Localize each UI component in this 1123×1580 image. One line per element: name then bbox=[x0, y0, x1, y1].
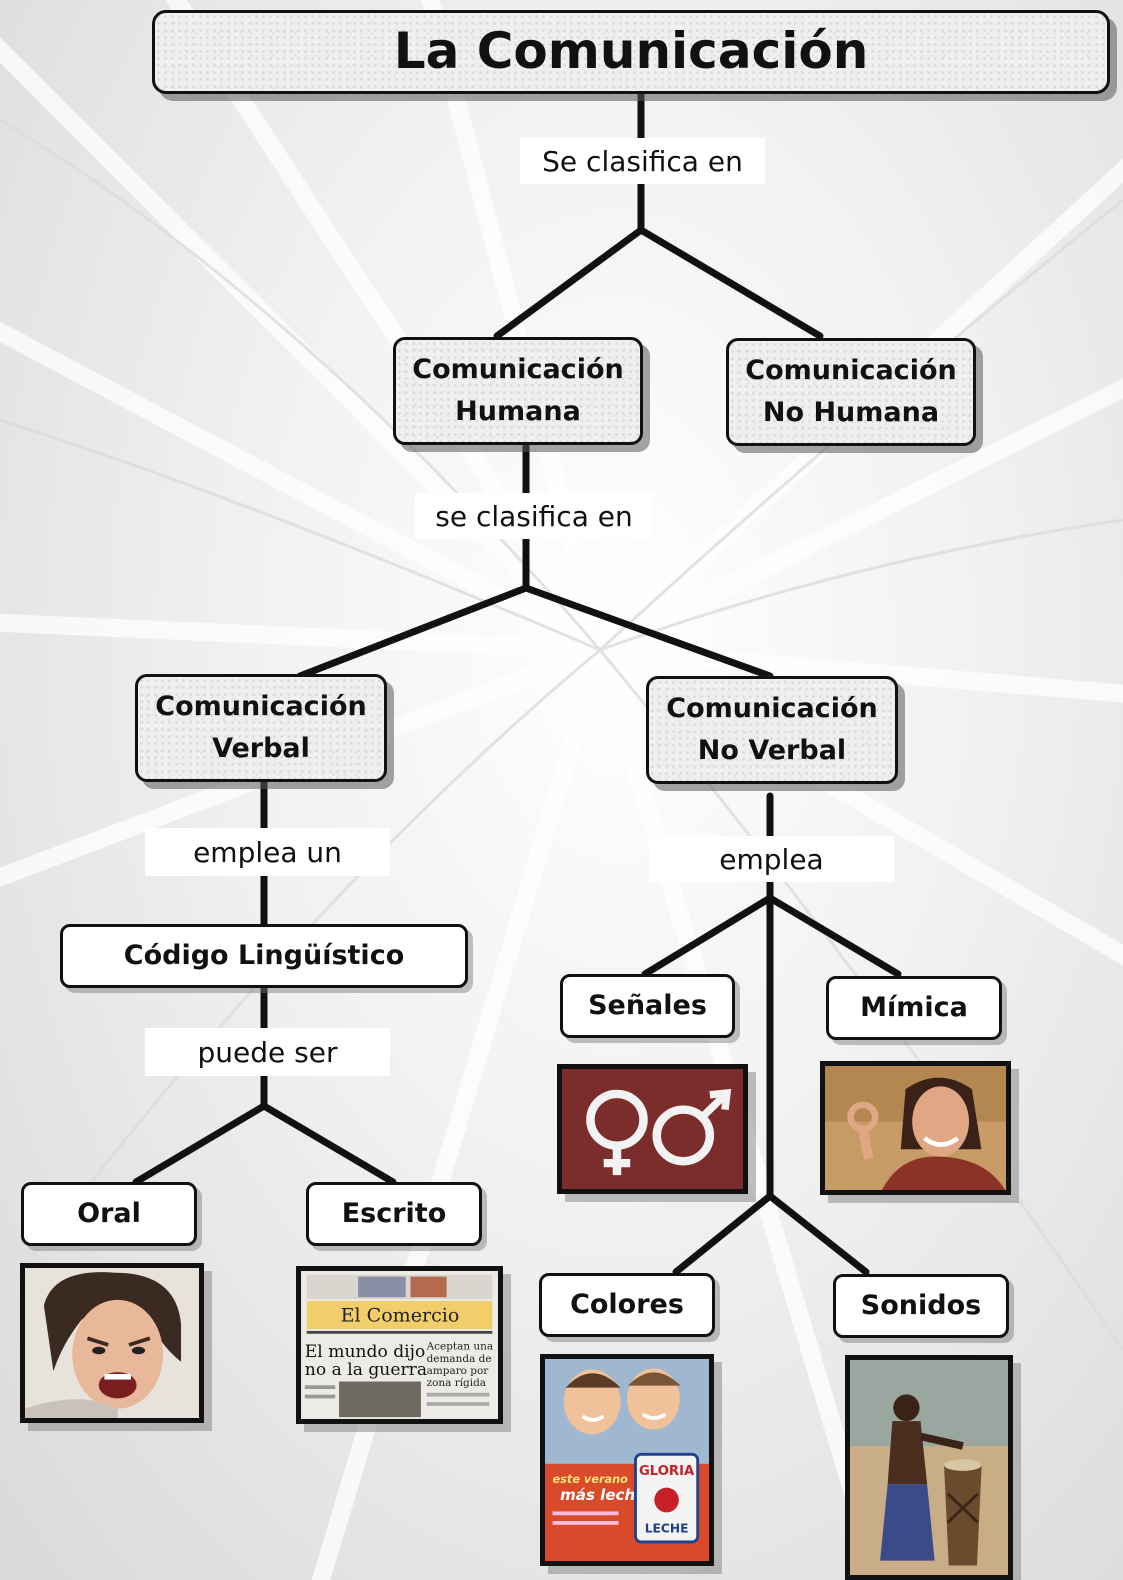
photo-mimica-smiling-woman bbox=[820, 1061, 1011, 1195]
node-label: Comunicación Verbal bbox=[155, 691, 367, 764]
connector-no-verbal-lower-right bbox=[766, 1192, 870, 1276]
newspaper-side-1: Aceptan una bbox=[426, 1341, 493, 1353]
title-node: La Comunicación bbox=[152, 10, 1110, 94]
newspaper-headline-1: El mundo dijo bbox=[305, 1342, 425, 1362]
connector-humana-right bbox=[522, 584, 774, 680]
node-label: Comunicación No Humana bbox=[745, 355, 957, 428]
connector-no-verbal-left bbox=[641, 894, 774, 978]
node-comunicacion-humana: Comunicación Humana bbox=[393, 337, 643, 445]
link-label-humana: se clasifica en bbox=[415, 493, 653, 539]
connector-codigo-left bbox=[132, 1102, 268, 1186]
node-comunicacion-no-humana: Comunicación No Humana bbox=[726, 338, 976, 446]
photo-oral-shouting-woman bbox=[20, 1263, 204, 1423]
connector-no-verbal-lower-left bbox=[672, 1192, 774, 1276]
newspaper-headline-2: no a la guerra bbox=[305, 1360, 427, 1380]
photo-senales-gender-symbols bbox=[557, 1064, 748, 1194]
node-comunicacion-verbal: Comunicación Verbal bbox=[135, 674, 387, 782]
node-label: Comunicación No Verbal bbox=[666, 693, 878, 766]
node-sonidos: Sonidos bbox=[833, 1274, 1009, 1338]
newspaper-masthead: El Comercio bbox=[341, 1305, 460, 1327]
page-title: La Comunicación bbox=[393, 22, 869, 81]
photo-colores-milk-ad: este verano más leche GLORIA LECHE bbox=[540, 1354, 714, 1566]
ad-slogan-1: este verano bbox=[553, 1472, 629, 1486]
node-senales: Señales bbox=[560, 974, 735, 1038]
ad-product: LECHE bbox=[645, 1521, 689, 1535]
newspaper-side-4: zona rígida bbox=[427, 1377, 486, 1389]
link-label-root: Se clasifica en bbox=[520, 138, 765, 184]
ad-slogan-2: más leche bbox=[560, 1486, 645, 1504]
link-label-verbal: emplea un bbox=[145, 828, 390, 876]
connector-codigo-right bbox=[260, 1102, 397, 1186]
node-oral: Oral bbox=[21, 1182, 197, 1246]
node-label: Comunicación Humana bbox=[412, 354, 624, 427]
ad-brand: GLORIA bbox=[639, 1464, 695, 1479]
node-mimica: Mímica bbox=[826, 976, 1002, 1040]
node-escrito: Escrito bbox=[306, 1182, 482, 1246]
node-label: Escrito bbox=[341, 1198, 447, 1230]
node-label: Mímica bbox=[860, 992, 968, 1024]
node-label: Código Lingüístico bbox=[123, 940, 405, 972]
node-codigo-linguistico: Código Lingüístico bbox=[60, 924, 468, 988]
node-label: Colores bbox=[570, 1289, 684, 1321]
connector-root-left bbox=[493, 226, 645, 340]
photo-escrito-newspaper: El Comercio El mundo dijo no a la guerra… bbox=[296, 1266, 503, 1424]
photo-sonidos-drummer bbox=[845, 1355, 1013, 1580]
node-label: Señales bbox=[588, 990, 707, 1022]
newspaper-side-2: demanda de bbox=[427, 1353, 492, 1365]
connector-humana-left bbox=[296, 584, 530, 680]
node-label: Oral bbox=[77, 1198, 141, 1230]
node-comunicacion-no-verbal: Comunicación No Verbal bbox=[646, 676, 898, 784]
link-label-no-verbal: emplea bbox=[649, 836, 894, 882]
newspaper-side-3: amparo por bbox=[427, 1365, 489, 1377]
connector-no-verbal-right bbox=[766, 894, 902, 978]
link-label-codigo: puede ser bbox=[145, 1028, 390, 1076]
node-label: Sonidos bbox=[860, 1290, 982, 1322]
node-colores: Colores bbox=[539, 1273, 715, 1337]
connector-root-right bbox=[637, 226, 824, 340]
